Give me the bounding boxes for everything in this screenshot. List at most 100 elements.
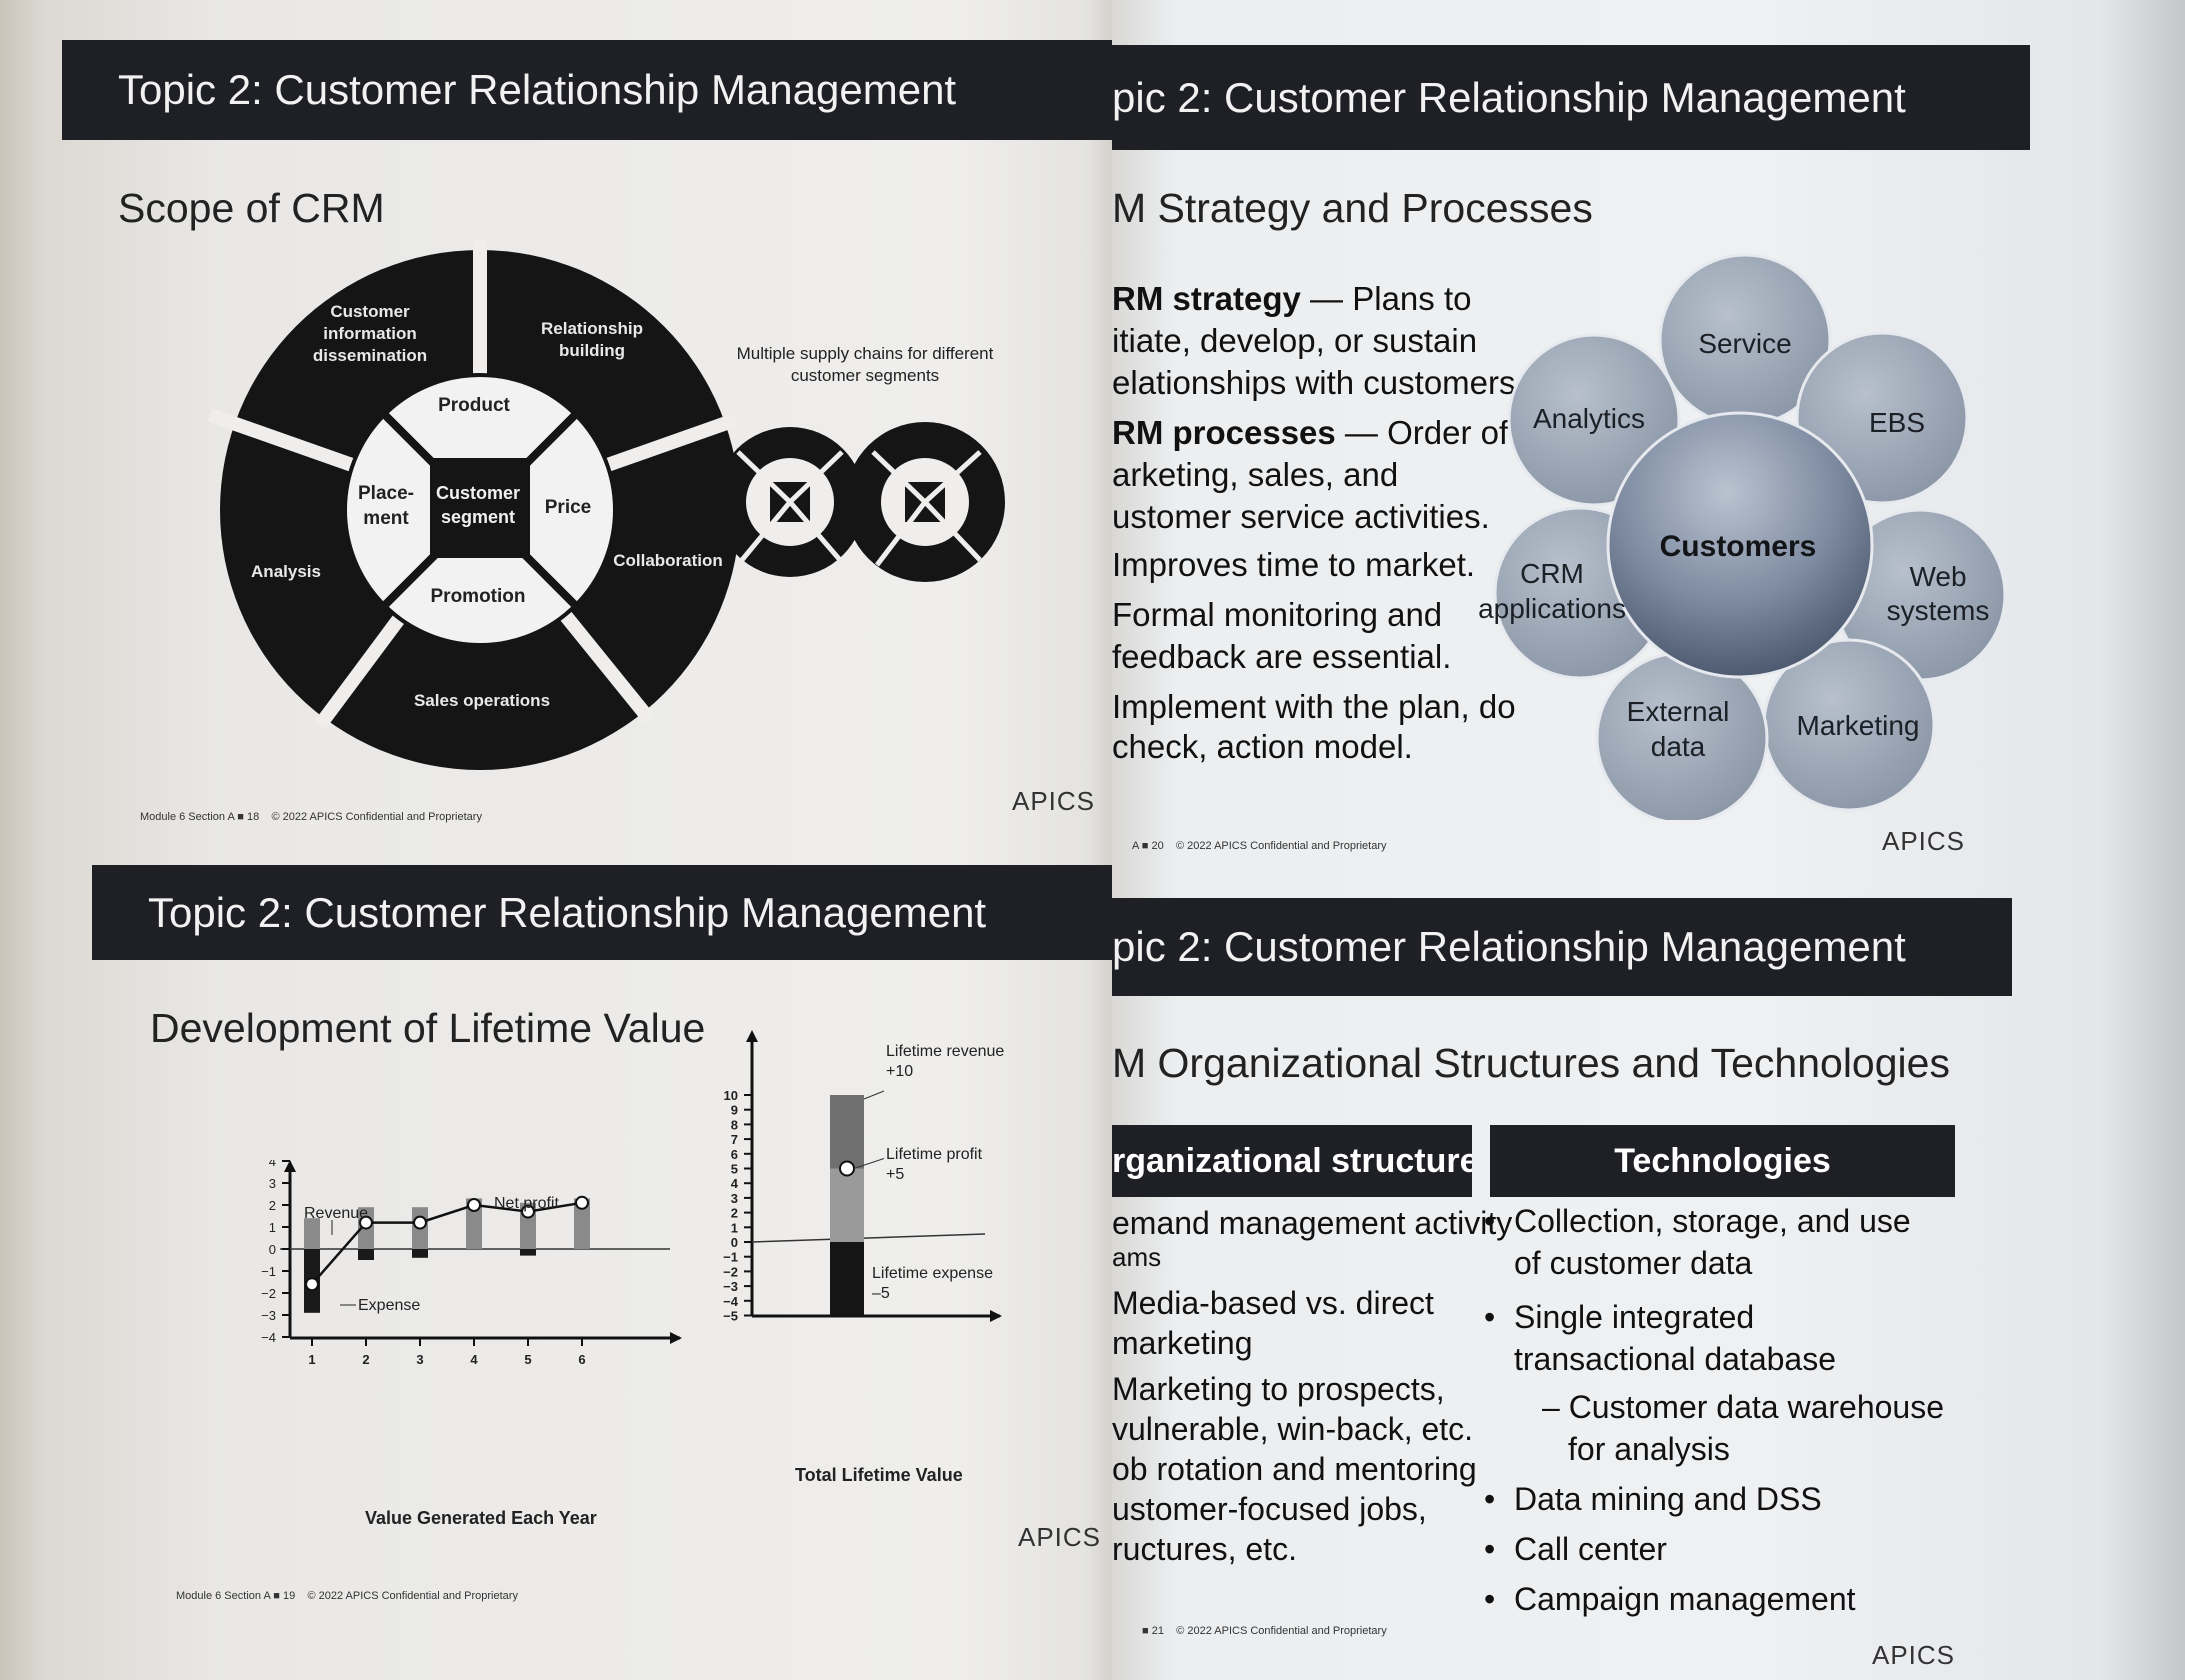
bullet-line: Implement with the plan, do xyxy=(1112,688,1516,725)
annotation-value: +5 xyxy=(886,1166,904,1183)
y-tick-label: 10 xyxy=(724,1088,738,1103)
y-tick-label: −3 xyxy=(261,1308,276,1323)
footer-copyright: © 2022 APICS Confidential and Proprietar… xyxy=(1176,1625,1387,1637)
list-line: •Data mining and DSS xyxy=(1484,1478,1822,1520)
footer-page: 18 xyxy=(246,811,260,823)
customers-flower-diagram: Service EBS Web systems Marketing Extern… xyxy=(1478,253,2007,820)
footer-module: A xyxy=(1132,840,1139,852)
y-tick-label: 4 xyxy=(269,1160,276,1169)
customers-core xyxy=(1606,411,1874,679)
net-profit-point xyxy=(305,1277,319,1292)
technologies-header: Technologies xyxy=(1490,1125,1955,1197)
lifetime-revenue-bar xyxy=(830,1095,864,1169)
x-axis-arrow xyxy=(990,1310,1002,1322)
slide-subtitle: M Strategy and Processes xyxy=(1112,185,1593,231)
x-axis-arrow xyxy=(670,1332,682,1344)
slide-title: Topic 2: Customer Relationship Managemen… xyxy=(92,865,1120,960)
footer-module: Module 6 Section A xyxy=(176,1590,271,1602)
y-axis-arrow xyxy=(284,1160,296,1172)
list-line: •Call center xyxy=(1484,1528,1667,1570)
inner-label: ment xyxy=(363,508,409,529)
petal-label: data xyxy=(1651,731,1706,762)
footer-page: 20 xyxy=(1151,840,1164,852)
bullet-icon: • xyxy=(1484,1203,1496,1239)
inner-label: Product xyxy=(438,395,510,416)
list-line: for analysis xyxy=(1568,1431,1730,1467)
expense-bar xyxy=(412,1249,428,1258)
inner-label: Promotion xyxy=(431,586,526,607)
y-tick-label: 8 xyxy=(731,1117,738,1132)
lifetime-profit-point xyxy=(839,1160,855,1177)
footer-page: 19 xyxy=(282,1590,296,1602)
list-line: Marketing to prospects, xyxy=(1112,1371,1445,1407)
expense-bar xyxy=(520,1249,536,1256)
footer-copyright: © 2022 APICS Confidential and Proprietar… xyxy=(271,811,482,823)
bullet-line: ustomer service activities. xyxy=(1112,498,1490,535)
outer-label: dissemination xyxy=(313,346,427,365)
footer-square-icon: ■ xyxy=(237,811,244,823)
inner-label: Price xyxy=(545,497,591,518)
bullet-line: elationships with customers. xyxy=(1112,364,1525,401)
footer: A ■ 20 © 2022 APICS Confidential and Pro… xyxy=(1132,840,1387,852)
y-tick-label: 7 xyxy=(731,1132,738,1147)
petal-label: Service xyxy=(1698,328,1791,359)
center-label: Customers xyxy=(1660,530,1817,563)
footer-square-icon: ■ xyxy=(273,1590,280,1602)
annotation-leader xyxy=(853,1158,885,1169)
bullet-line: RM strategy — Plans to xyxy=(1112,280,1472,317)
apics-logo: APICS xyxy=(1872,1640,1956,1670)
x-axis-label: Total Lifetime Value xyxy=(795,1465,963,1485)
bullet-line: Formal monitoring and xyxy=(1112,596,1443,633)
list-line: ructures, etc. xyxy=(1112,1531,1297,1567)
footer-copyright: © 2022 APICS Confidential and Proprietar… xyxy=(1176,840,1387,852)
slide-title: pic 2: Customer Relationship Management xyxy=(1112,45,2030,150)
annotation-label: Lifetime profit xyxy=(886,1146,983,1163)
outer-label: Customer xyxy=(330,302,410,321)
org-structures-header: rganizational structures xyxy=(1112,1125,1472,1197)
petal-label: systems xyxy=(1887,595,1990,626)
bullet-icon: • xyxy=(1484,1481,1496,1517)
slide-subtitle: Development of Lifetime Value xyxy=(150,1005,706,1051)
slide-subtitle: M Organizational Structures and Technolo… xyxy=(1112,1040,1950,1086)
list-line: •Campaign management xyxy=(1484,1578,1856,1620)
net-profit-point xyxy=(521,1204,535,1219)
inner-label: Place- xyxy=(358,483,414,504)
annotation-label: Lifetime revenue xyxy=(886,1043,1004,1060)
slide-title: Topic 2: Customer Relationship Managemen… xyxy=(62,40,1120,140)
y-tick-label: −5 xyxy=(723,1309,738,1324)
footer-square-icon: ■ xyxy=(1142,1625,1149,1637)
annotation-leader xyxy=(863,1090,885,1100)
y-axis-arrow xyxy=(746,1030,758,1042)
revenue-bar xyxy=(304,1218,320,1249)
bullet-line: arketing, sales, and xyxy=(1112,456,1399,493)
net-profit-line xyxy=(311,1201,583,1286)
y-tick-label: 5 xyxy=(731,1162,738,1177)
outer-label: Sales operations xyxy=(414,691,550,710)
strategy-bullets: RM strategy — Plans to itiate, develop, … xyxy=(1112,278,1582,778)
footer-page: 21 xyxy=(1151,1625,1164,1637)
y-tick-label: −1 xyxy=(261,1264,276,1279)
x-tick-label: 5 xyxy=(524,1352,531,1367)
footer: Module 6 Section A ■ 18 © 2022 APICS Con… xyxy=(140,811,482,823)
supply-chain-icons xyxy=(715,422,1005,582)
petal-label: CRM xyxy=(1520,558,1584,589)
y-tick-label: 3 xyxy=(269,1176,276,1191)
list-line: vulnerable, win-back, etc. xyxy=(1112,1411,1474,1447)
x-axis-label: Value Generated Each Year xyxy=(365,1508,597,1528)
footer-copyright: © 2022 APICS Confidential and Proprietar… xyxy=(307,1590,518,1602)
y-tick-label: 0 xyxy=(269,1242,276,1257)
annotation-label: Lifetime expense xyxy=(872,1265,993,1282)
outer-label: Analysis xyxy=(251,562,321,581)
slide-title: pic 2: Customer Relationship Management xyxy=(1112,898,2012,996)
y-tick-label: 6 xyxy=(731,1147,738,1162)
list-line: – Customer data warehouse xyxy=(1542,1389,1944,1425)
technologies-list: •Collection, storage, and use of custome… xyxy=(1484,1200,2004,1640)
outer-label: building xyxy=(559,341,625,360)
expense-bar xyxy=(358,1249,374,1260)
list-line: •Single integrated xyxy=(1484,1296,1754,1338)
y-tick-label: −2 xyxy=(723,1264,738,1279)
net-profit-point xyxy=(575,1195,589,1210)
annotation-value: +10 xyxy=(886,1063,913,1080)
y-tick-label: 4 xyxy=(731,1176,739,1191)
